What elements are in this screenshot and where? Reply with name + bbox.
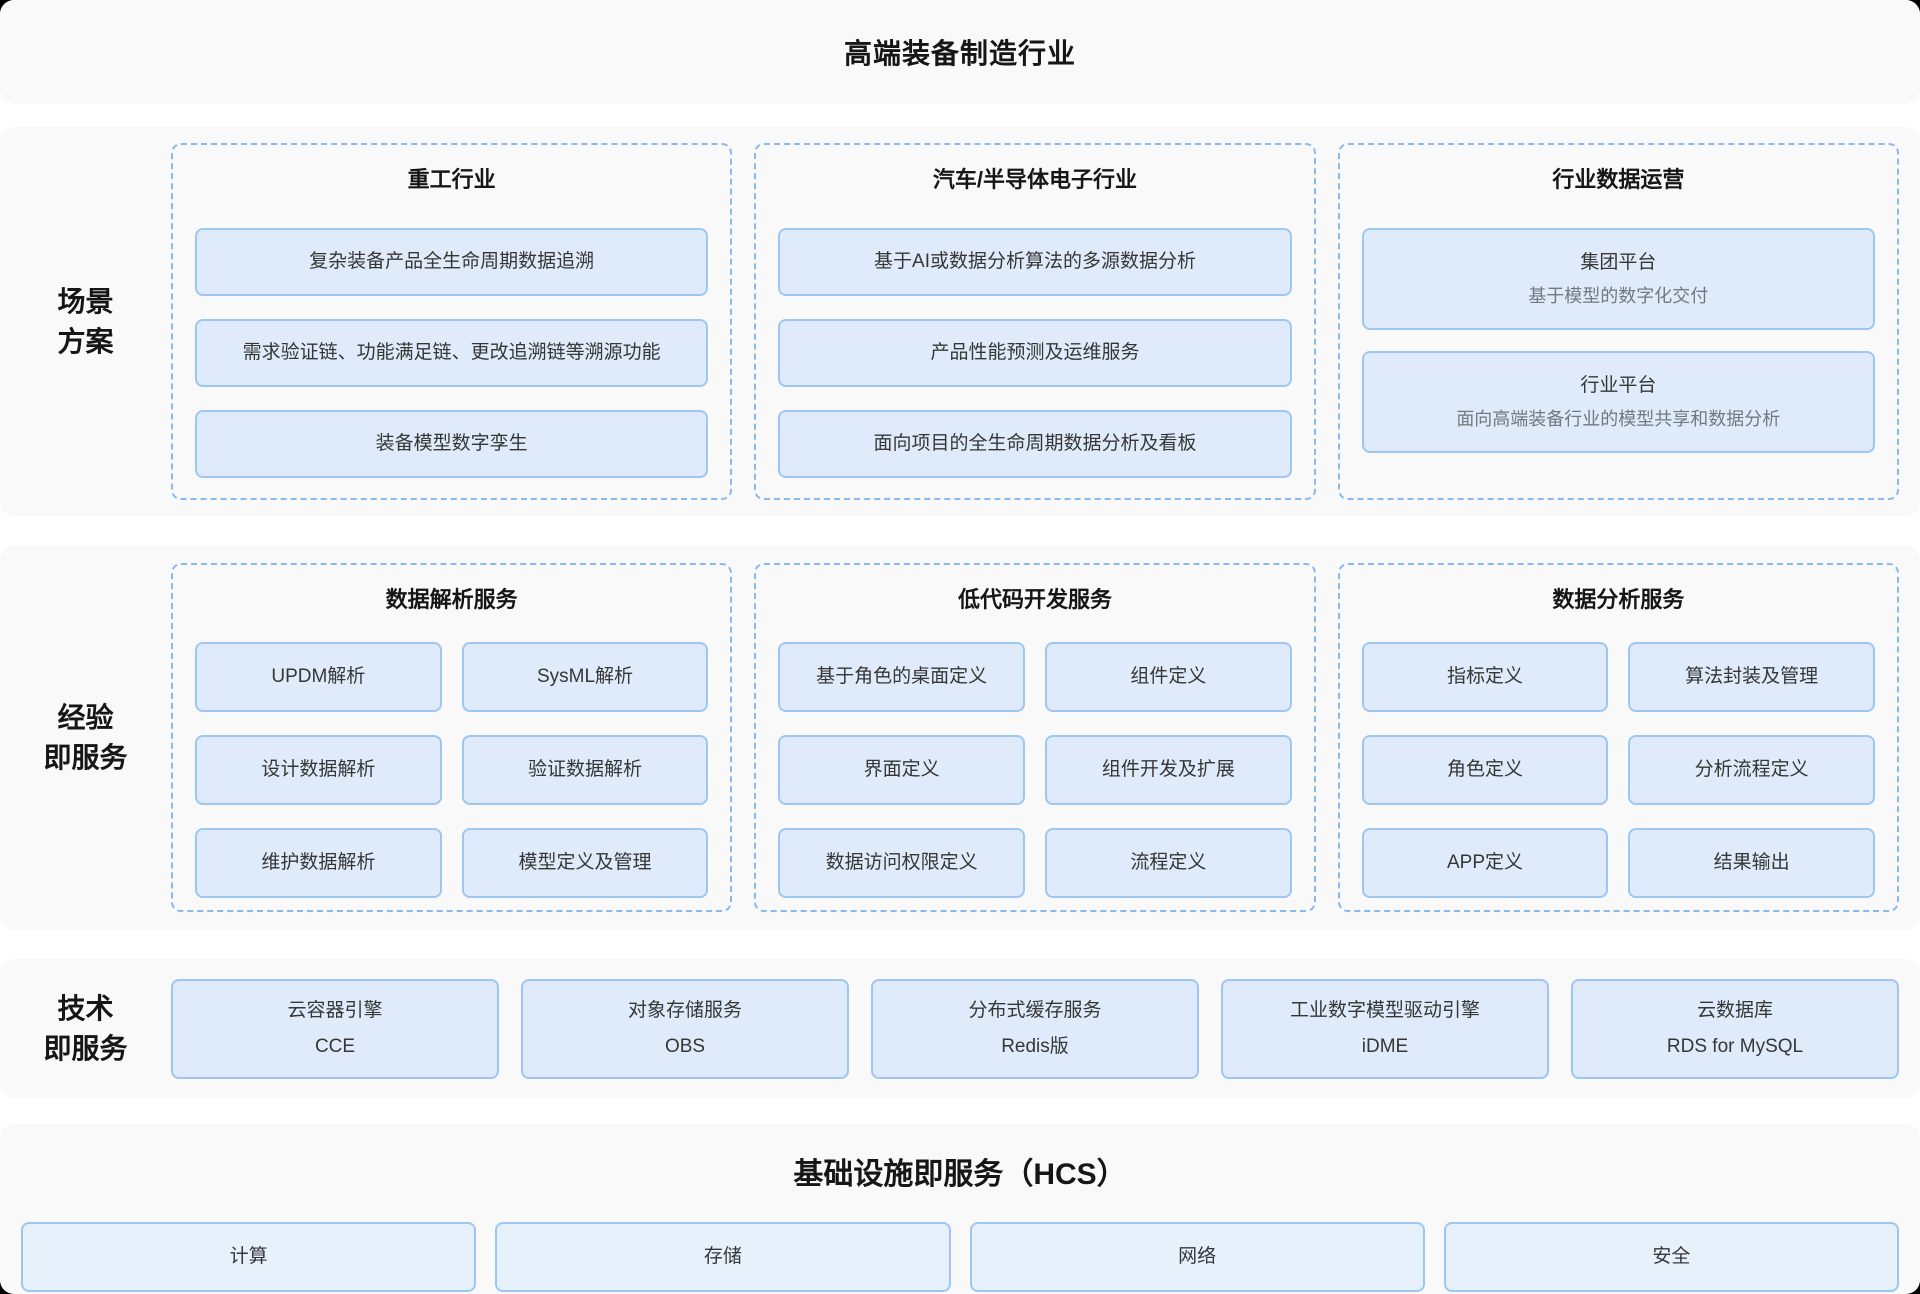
column-data-analysis-service: 数据分析服务 指标定义 算法封装及管理 角色定义 分析流程定义 APP定义 结果… (1337, 563, 1899, 912)
service-title: 云数据库 (1696, 999, 1773, 1021)
tech-service-box: 对象存储服务 OBS (521, 978, 849, 1079)
infra-box: 计算 (21, 1222, 477, 1292)
infra-box: 存储 (495, 1222, 951, 1292)
service-subtitle: RDS for MySQL (1666, 1035, 1804, 1057)
experience-box: UPDM解析 (195, 642, 442, 712)
experience-box: APP定义 (1361, 828, 1609, 898)
tech-service-box: 云容器引擎 CCE (171, 978, 499, 1079)
service-title: 工业数字模型驱动引擎 (1289, 999, 1480, 1021)
column-title: 数据解析服务 (385, 587, 518, 612)
technology-section: 技术 即服务 云容器引擎 CCE 对象存储服务 OBS 分布式缓存服务 Redi… (0, 959, 1920, 1098)
experience-box: 界面定义 (778, 735, 1025, 805)
platform-title: 行业平台 (1580, 375, 1657, 397)
scenario-section-label: 场景 方案 (0, 143, 171, 500)
column-title: 数据分析服务 (1552, 587, 1685, 612)
label-line: 即服务 (43, 741, 128, 773)
column-items: 基于AI或数据分析算法的多源数据分析 产品性能预测及运维服务 面向项目的全生命周… (778, 228, 1292, 478)
scenario-section: 场景 方案 重工行业 复杂装备产品全生命周期数据追溯 需求验证链、功能满足链、更… (0, 127, 1920, 516)
experience-box: 设计数据解析 (195, 735, 442, 805)
service-subtitle: Redis版 (1001, 1035, 1069, 1057)
platform-subtitle: 基于模型的数字化交付 (1528, 285, 1709, 306)
column-items: 集团平台 基于模型的数字化交付 行业平台 面向高端装备行业的模型共享和数据分析 (1361, 228, 1875, 453)
column-items: 指标定义 算法封装及管理 角色定义 分析流程定义 APP定义 结果输出 (1361, 642, 1875, 898)
technology-section-label: 技术 即服务 (0, 989, 171, 1069)
label-line: 方案 (57, 325, 114, 357)
experience-box: 分析流程定义 (1628, 735, 1875, 805)
column-title: 汽车/半导体电子行业 (932, 167, 1138, 192)
column-items: 复杂装备产品全生命周期数据追溯 需求验证链、功能满足链、更改追溯链等溯源功能 装… (195, 228, 709, 478)
column-industry-data-operation: 行业数据运营 集团平台 基于模型的数字化交付 行业平台 面向高端装备行业的模型共… (1337, 143, 1899, 500)
label-line: 场景 (57, 285, 114, 317)
experience-box: SysML解析 (461, 642, 709, 712)
infra-box: 安全 (1443, 1222, 1899, 1292)
experience-columns: 数据解析服务 UPDM解析 SysML解析 设计数据解析 验证数据解析 维护数据… (171, 563, 1899, 912)
infrastructure-title: 基础设施即服务（HCS） (793, 1158, 1127, 1191)
experience-box: 数据访问权限定义 (778, 828, 1025, 898)
tech-service-box: 工业数字模型驱动引擎 iDME (1221, 978, 1549, 1079)
experience-box: 组件定义 (1044, 642, 1292, 712)
column-heavy-industry: 重工行业 复杂装备产品全生命周期数据追溯 需求验证链、功能满足链、更改追溯链等溯… (171, 143, 733, 500)
service-title: 对象存储服务 (627, 999, 742, 1021)
scenario-box: 装备模型数字孪生 (195, 410, 709, 478)
scenario-columns: 重工行业 复杂装备产品全生命周期数据追溯 需求验证链、功能满足链、更改追溯链等溯… (171, 143, 1899, 500)
experience-box: 组件开发及扩展 (1044, 735, 1292, 805)
column-title: 行业数据运营 (1552, 167, 1685, 192)
tech-service-box: 云数据库 RDS for MySQL (1571, 978, 1899, 1079)
experience-box: 模型定义及管理 (461, 828, 709, 898)
experience-box: 维护数据解析 (195, 828, 442, 898)
page-header: 高端装备制造行业 (0, 0, 1920, 104)
service-subtitle: OBS (664, 1035, 706, 1057)
experience-section-label: 经验 即服务 (0, 563, 171, 912)
infra-box: 网络 (969, 1222, 1425, 1292)
experience-box: 算法封装及管理 (1628, 642, 1875, 712)
label-line: 技术 (57, 992, 114, 1024)
scenario-box: 产品性能预测及运维服务 (778, 319, 1292, 387)
experience-box: 指标定义 (1361, 642, 1609, 712)
experience-box: 基于角色的桌面定义 (778, 642, 1025, 712)
infrastructure-section: 基础设施即服务（HCS） 计算 存储 网络 安全 (0, 1124, 1920, 1294)
scenario-box: 面向项目的全生命周期数据分析及看板 (778, 410, 1292, 478)
tech-service-box: 分布式缓存服务 Redis版 (871, 978, 1199, 1079)
technology-services: 云容器引擎 CCE 对象存储服务 OBS 分布式缓存服务 Redis版 工业数字… (171, 978, 1899, 1079)
experience-box: 流程定义 (1044, 828, 1292, 898)
column-automotive-semiconductor: 汽车/半导体电子行业 基于AI或数据分析算法的多源数据分析 产品性能预测及运维服… (754, 143, 1316, 500)
platform-title: 集团平台 (1580, 252, 1657, 274)
column-data-parsing-service: 数据解析服务 UPDM解析 SysML解析 设计数据解析 验证数据解析 维护数据… (171, 563, 733, 912)
infrastructure-items: 计算 存储 网络 安全 (21, 1222, 1899, 1292)
page-title: 高端装备制造行业 (843, 38, 1076, 69)
experience-box: 结果输出 (1628, 828, 1875, 898)
scenario-box: 基于AI或数据分析算法的多源数据分析 (778, 228, 1292, 296)
experience-section: 经验 即服务 数据解析服务 UPDM解析 SysML解析 设计数据解析 验证数据… (0, 545, 1920, 930)
label-line: 即服务 (43, 1032, 128, 1064)
experience-box: 验证数据解析 (461, 735, 709, 805)
column-low-code-service: 低代码开发服务 基于角色的桌面定义 组件定义 界面定义 组件开发及扩展 数据访问… (754, 563, 1316, 912)
platform-box: 集团平台 基于模型的数字化交付 (1361, 228, 1875, 330)
platform-box: 行业平台 面向高端装备行业的模型共享和数据分析 (1361, 351, 1875, 453)
platform-subtitle: 面向高端装备行业的模型共享和数据分析 (1456, 408, 1781, 429)
scenario-box: 需求验证链、功能满足链、更改追溯链等溯源功能 (195, 319, 709, 387)
experience-box: 角色定义 (1361, 735, 1609, 805)
column-items: 基于角色的桌面定义 组件定义 界面定义 组件开发及扩展 数据访问权限定义 流程定… (778, 642, 1292, 898)
column-title: 低代码开发服务 (957, 587, 1112, 612)
service-subtitle: CCE (314, 1035, 356, 1057)
column-items: UPDM解析 SysML解析 设计数据解析 验证数据解析 维护数据解析 模型定义… (195, 642, 709, 898)
service-subtitle: iDME (1361, 1035, 1409, 1057)
label-line: 经验 (57, 701, 114, 733)
service-title: 云容器引擎 (287, 999, 383, 1021)
scenario-box: 复杂装备产品全生命周期数据追溯 (195, 228, 709, 296)
column-title: 重工行业 (407, 167, 496, 192)
service-title: 分布式缓存服务 (968, 999, 1102, 1021)
